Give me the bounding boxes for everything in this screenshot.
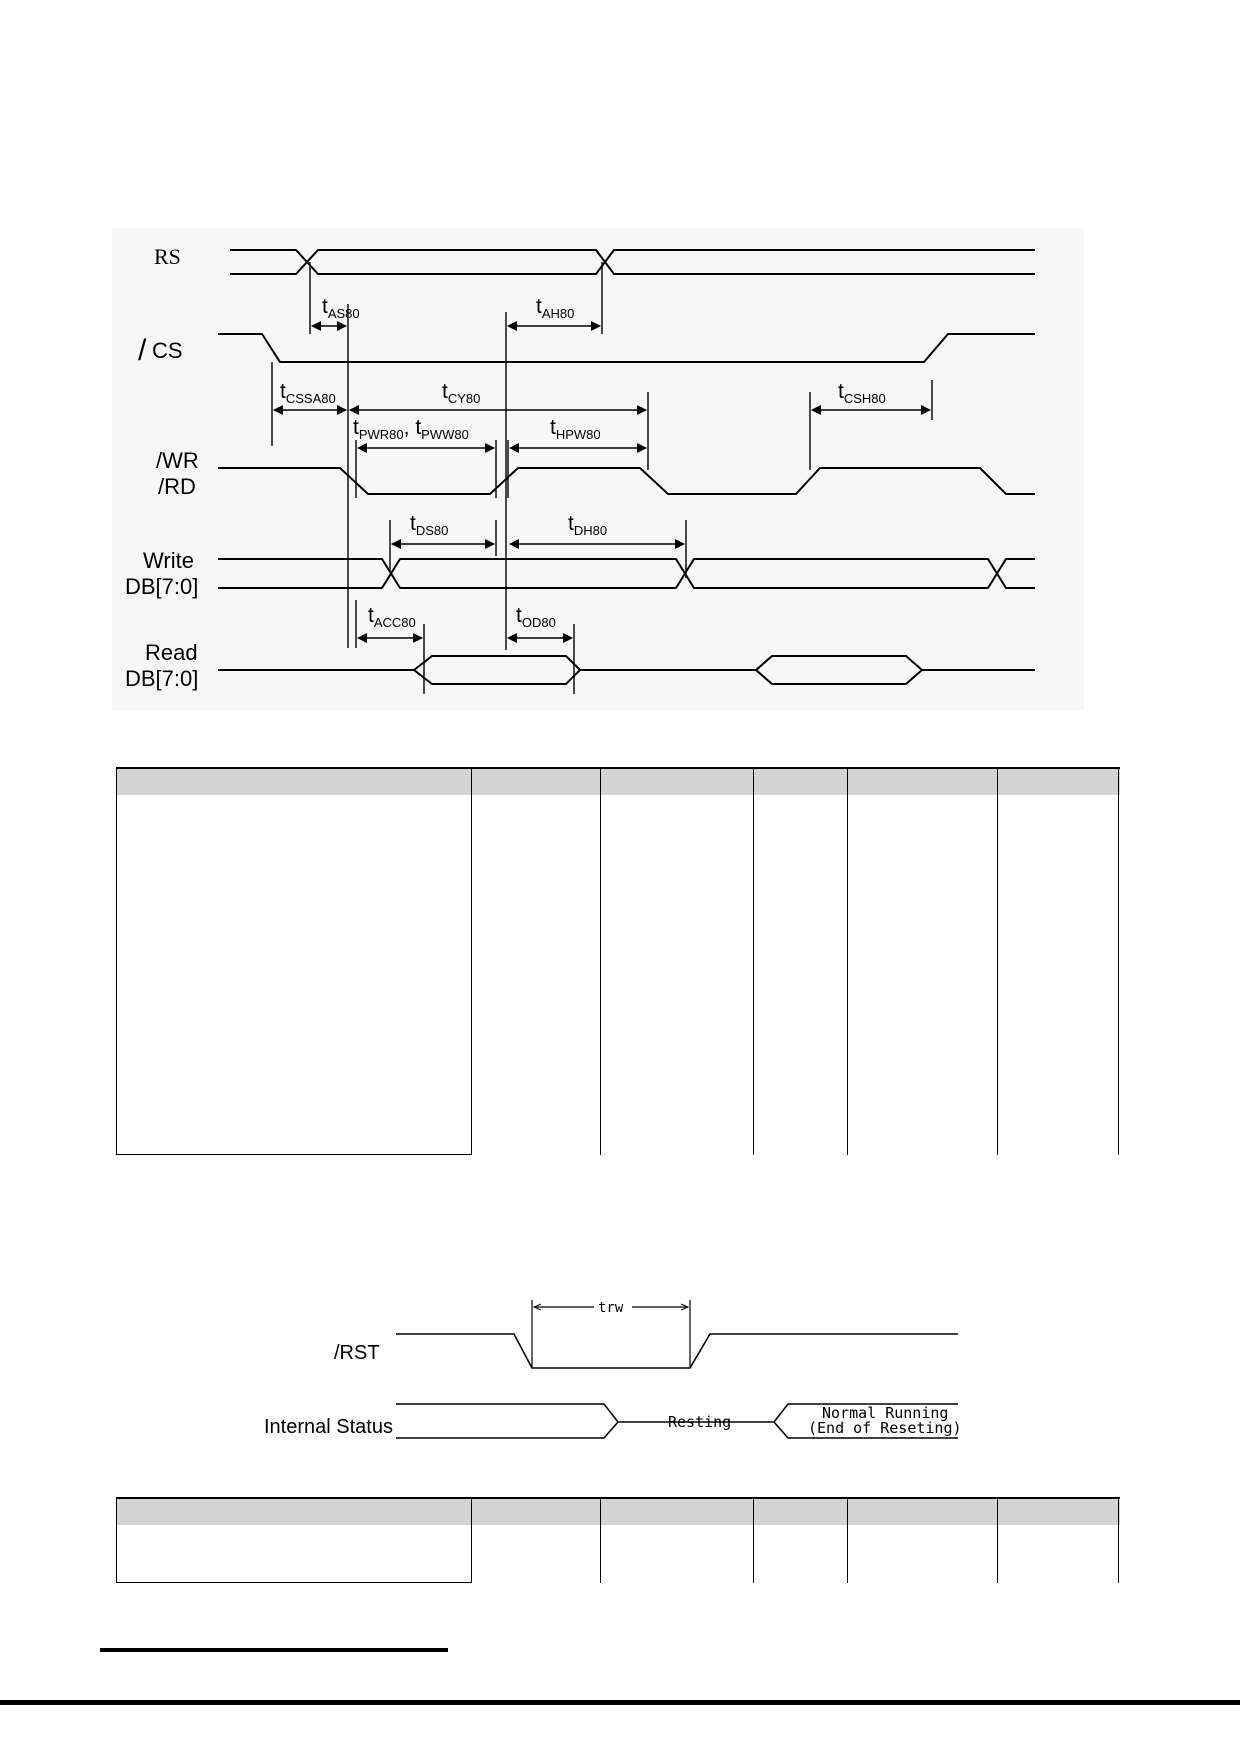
- table-column: [847, 769, 848, 1155]
- table-header-row: [116, 1499, 1120, 1525]
- rst-waveform: [396, 1333, 958, 1369]
- param-label-hpw80: tHPW80: [550, 416, 601, 442]
- signal-label-read-db: DB[7:0]: [125, 666, 198, 691]
- table-column: [997, 1499, 998, 1583]
- signal-label-wr: /WR: [156, 448, 199, 473]
- reset-timing-table: [116, 1497, 1120, 1583]
- param-label-cssa80: tCSSA80: [280, 380, 336, 406]
- param-label-od80: tOD80: [516, 604, 556, 630]
- internal-status-label: Internal Status: [264, 1416, 393, 1438]
- param-label-cy80: tCY80: [442, 380, 480, 406]
- footnote-rule: [100, 1648, 448, 1652]
- table-column: [116, 769, 472, 1155]
- param-label-dh80: tDH80: [568, 512, 607, 538]
- table-column: [997, 769, 998, 1155]
- signal-label-rs: RS: [154, 244, 181, 269]
- table-column: [1118, 769, 1120, 1155]
- write-db-waveform: [218, 558, 1035, 589]
- param-label-pwr80-pww80: tPWR80, tPWW80: [353, 416, 469, 442]
- read-db-waveform: [218, 655, 1035, 685]
- timing-diagram-8080: RS / CS /WR /RD Write DB[7:0] Read DB[7:…: [112, 228, 1084, 710]
- table-column: [116, 1499, 472, 1583]
- param-label-csh80: tCSH80: [838, 380, 886, 406]
- signal-label-cs-slash: /: [138, 334, 147, 367]
- wr-rd-waveform: [218, 467, 1035, 495]
- param-label-ds80: tDS80: [410, 512, 448, 538]
- param-label-acc80: tACC80: [368, 604, 416, 630]
- table-column: [600, 769, 601, 1155]
- timing-table-8080: [116, 767, 1120, 1155]
- table-column: [1118, 1499, 1120, 1583]
- end-of-reseting-label: (End of Reseting): [808, 1419, 962, 1437]
- table-column: [753, 1499, 754, 1583]
- table-header-row: [116, 769, 1120, 795]
- cs-waveform: [218, 333, 1035, 363]
- param-label-ah80: tAH80: [536, 295, 574, 321]
- table-column: [600, 1499, 601, 1583]
- internal-status-waveform: [396, 1403, 958, 1439]
- page-footer-rule: [0, 1700, 1240, 1705]
- signal-label-rd: /RD: [158, 474, 196, 499]
- signal-label-write-db: DB[7:0]: [125, 574, 198, 599]
- rs-waveform: [230, 249, 1035, 275]
- signal-label-write: Write: [143, 548, 194, 573]
- signal-label-read: Read: [145, 640, 198, 665]
- table-column: [847, 1499, 848, 1583]
- rst-label: /RST: [334, 1342, 380, 1364]
- param-label-as80: tAS80: [322, 295, 360, 321]
- signal-label-cs: CS: [152, 338, 183, 363]
- reset-timing-diagram: trw /RST Internal Status Resting Normal …: [264, 1299, 962, 1439]
- trw-label: trw: [598, 1300, 624, 1316]
- table-column: [753, 769, 754, 1155]
- label-gap: [594, 1299, 632, 1313]
- resting-label: Resting: [668, 1413, 731, 1431]
- normal-running-label: Normal Running: [822, 1404, 948, 1422]
